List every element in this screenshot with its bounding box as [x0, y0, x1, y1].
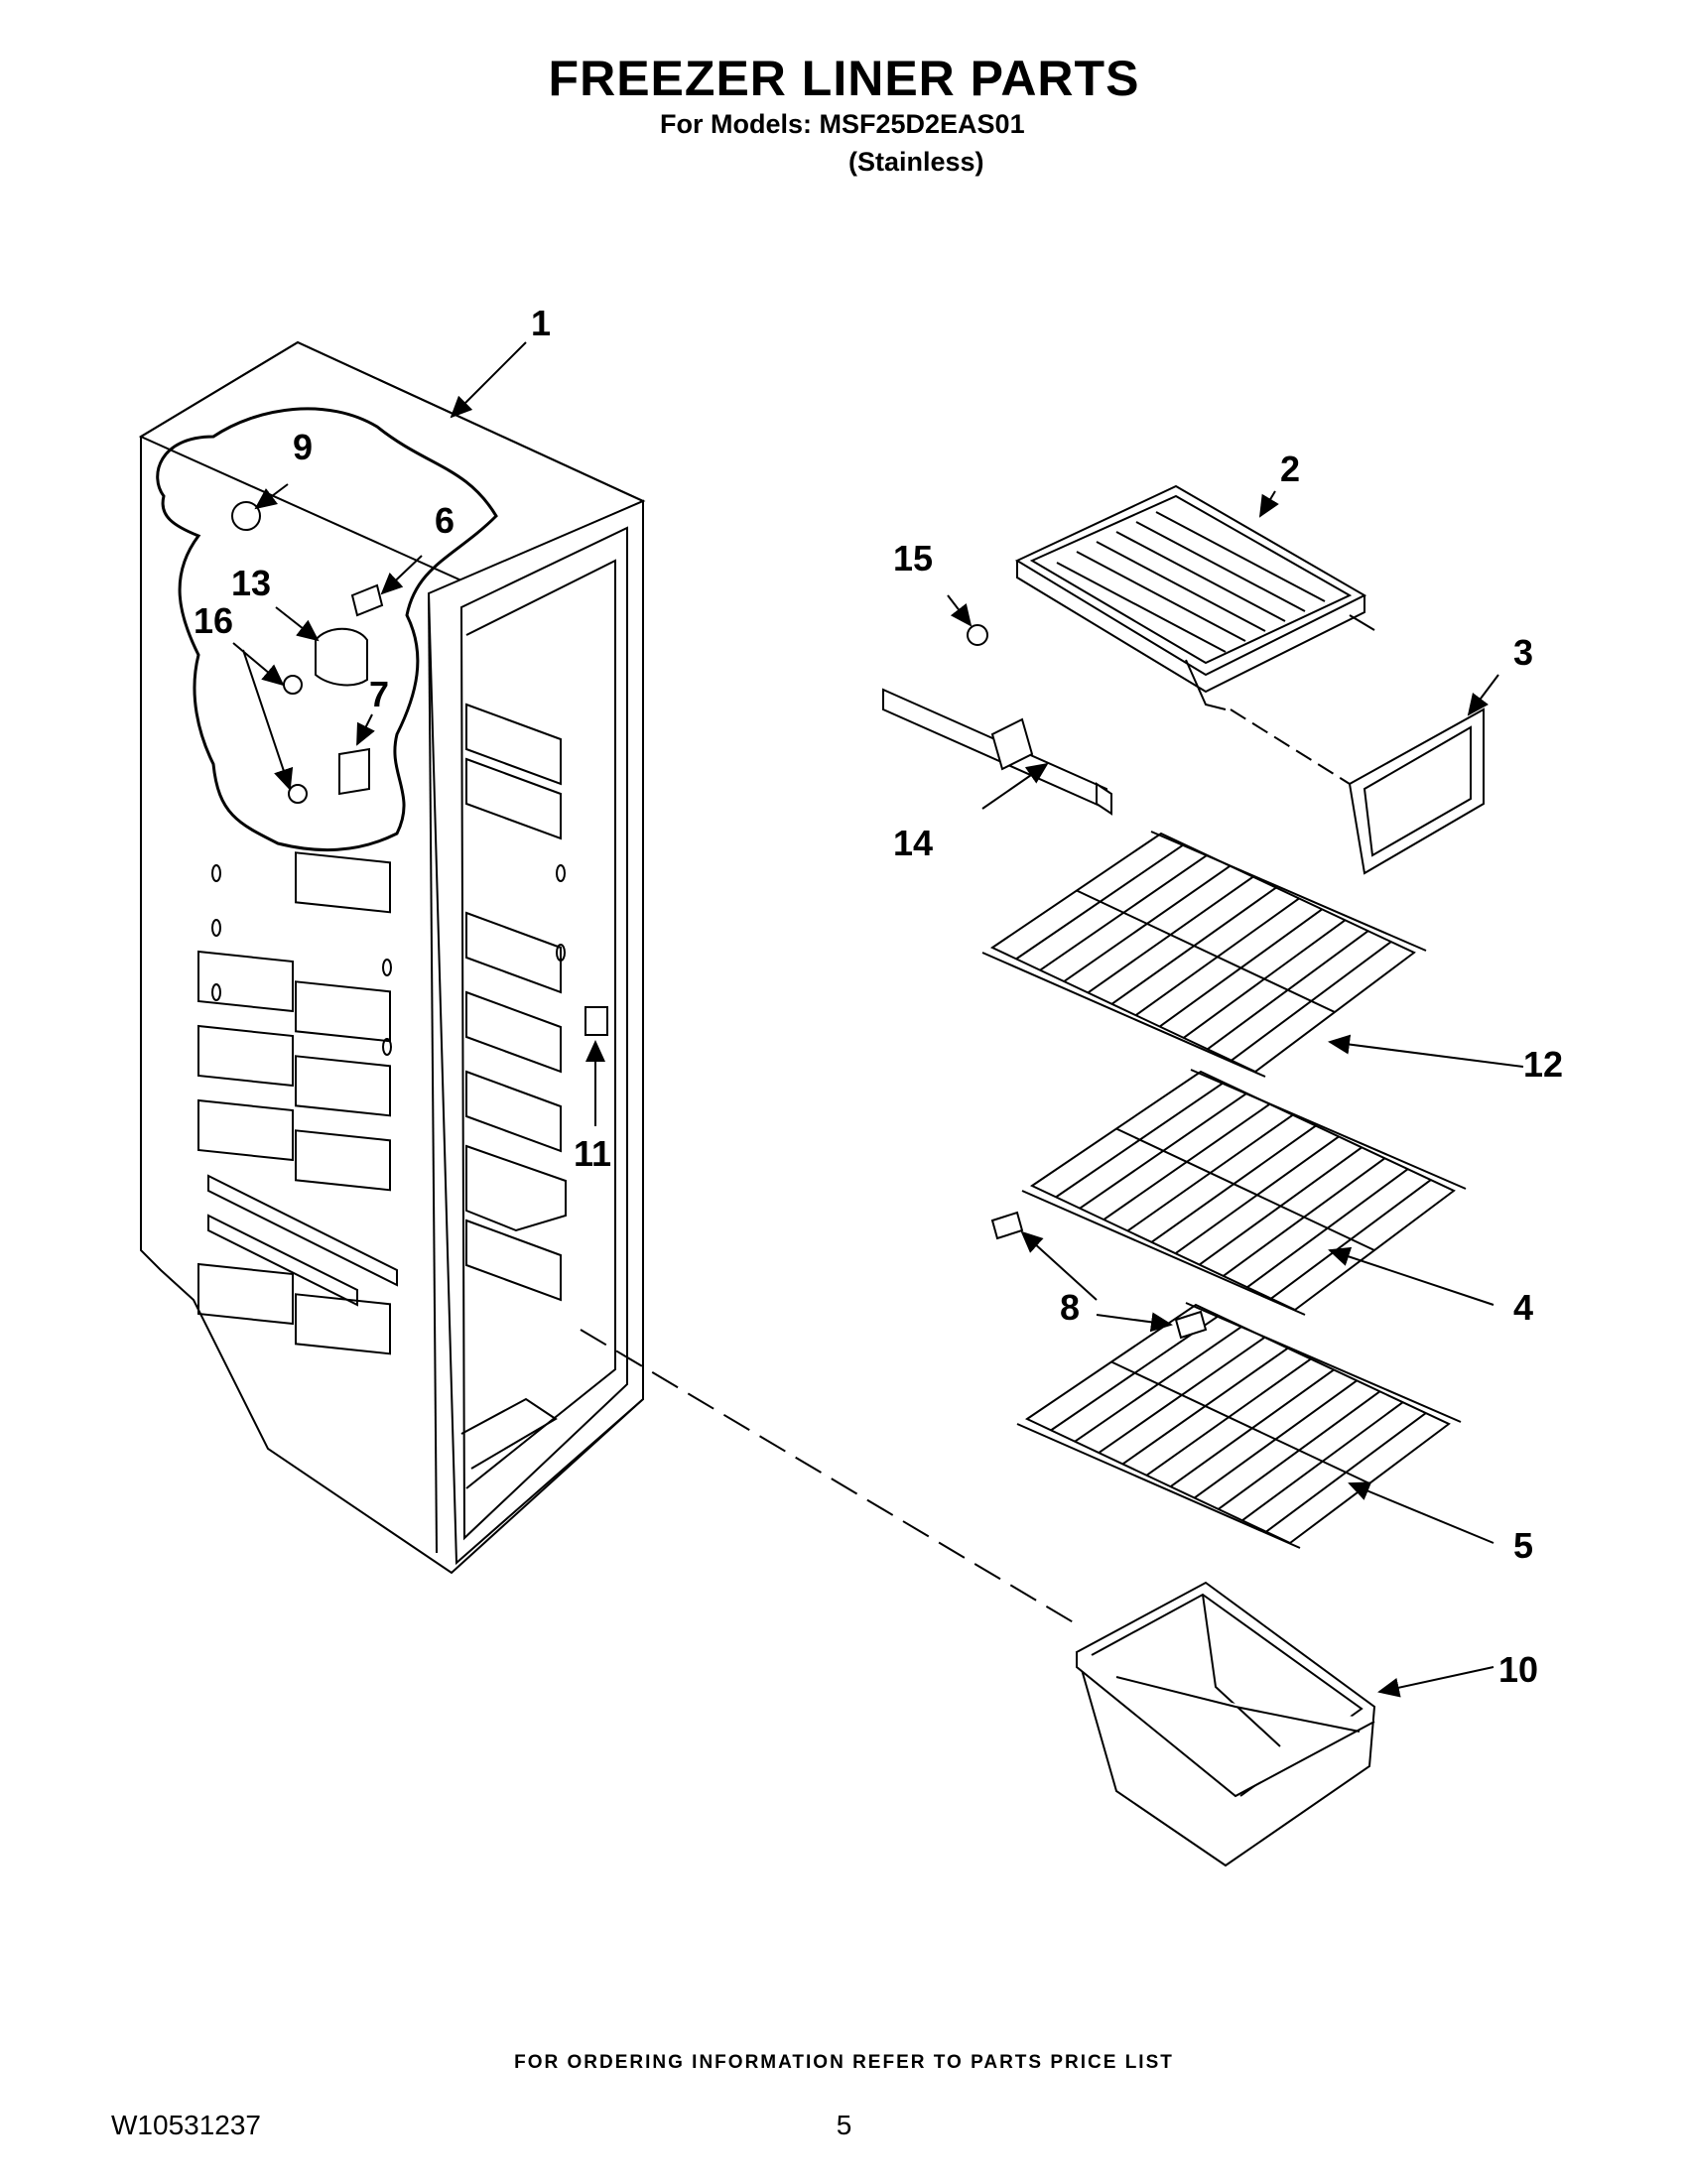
callout-labels: 1 2 3 4 5 6 7 8 9 10 11 12 13 14 15 16 [194, 303, 1563, 1690]
ice-bin [1075, 1581, 1376, 1867]
callout-7: 7 [369, 674, 389, 714]
callout-11: 11 [574, 1133, 611, 1174]
callout-1: 1 [531, 303, 551, 343]
callout-9: 9 [293, 427, 313, 467]
callout-6: 6 [435, 500, 454, 541]
liner-hardware [231, 501, 608, 1036]
shelf-supports [990, 1211, 1208, 1340]
part-13-cam [315, 627, 368, 687]
cover-leader [1230, 708, 1351, 785]
wire-shelf-5 [1016, 1302, 1462, 1549]
callout-16: 16 [194, 600, 233, 641]
part-16-screw-lower [288, 784, 308, 804]
part-7-bracket [338, 747, 370, 796]
callout-2: 2 [1280, 449, 1300, 489]
callout-10: 10 [1498, 1649, 1538, 1690]
callout-5: 5 [1513, 1525, 1533, 1566]
callout-leaders [232, 341, 1524, 1698]
wire-shelf-4 [1021, 1069, 1467, 1316]
part-15-screw [967, 624, 988, 646]
callout-15: 15 [893, 538, 933, 578]
document-number: W10531237 [111, 2110, 262, 2140]
wire-shelves [981, 831, 1467, 1549]
wire-shelf-12 [981, 831, 1427, 1078]
tray-cover [1348, 707, 1485, 875]
freezer-liner [138, 340, 646, 1575]
tray-slide [882, 688, 1112, 816]
part-16-screw-upper [283, 675, 303, 695]
page-number: 5 [836, 2110, 852, 2140]
callout-3: 3 [1513, 632, 1533, 673]
finish-line: (Stainless) [848, 147, 984, 177]
deli-tray-ribs [1056, 511, 1326, 653]
page-title: FREEZER LINER PARTS [548, 51, 1140, 106]
callout-12: 12 [1523, 1044, 1563, 1085]
callout-14: 14 [893, 823, 933, 863]
models-line: For Models: MSF25D2EAS01 [660, 109, 1025, 139]
callout-4: 4 [1513, 1287, 1533, 1328]
callout-8: 8 [1060, 1287, 1080, 1328]
ordering-note: FOR ORDERING INFORMATION REFER TO PARTS … [514, 2052, 1174, 2073]
part-6-clip [350, 583, 384, 617]
part-11-support [584, 1006, 608, 1036]
callout-13: 13 [231, 563, 271, 603]
part-9-plug [231, 501, 261, 531]
assembly-leader [580, 1329, 1083, 1628]
deli-tray [1014, 484, 1375, 710]
